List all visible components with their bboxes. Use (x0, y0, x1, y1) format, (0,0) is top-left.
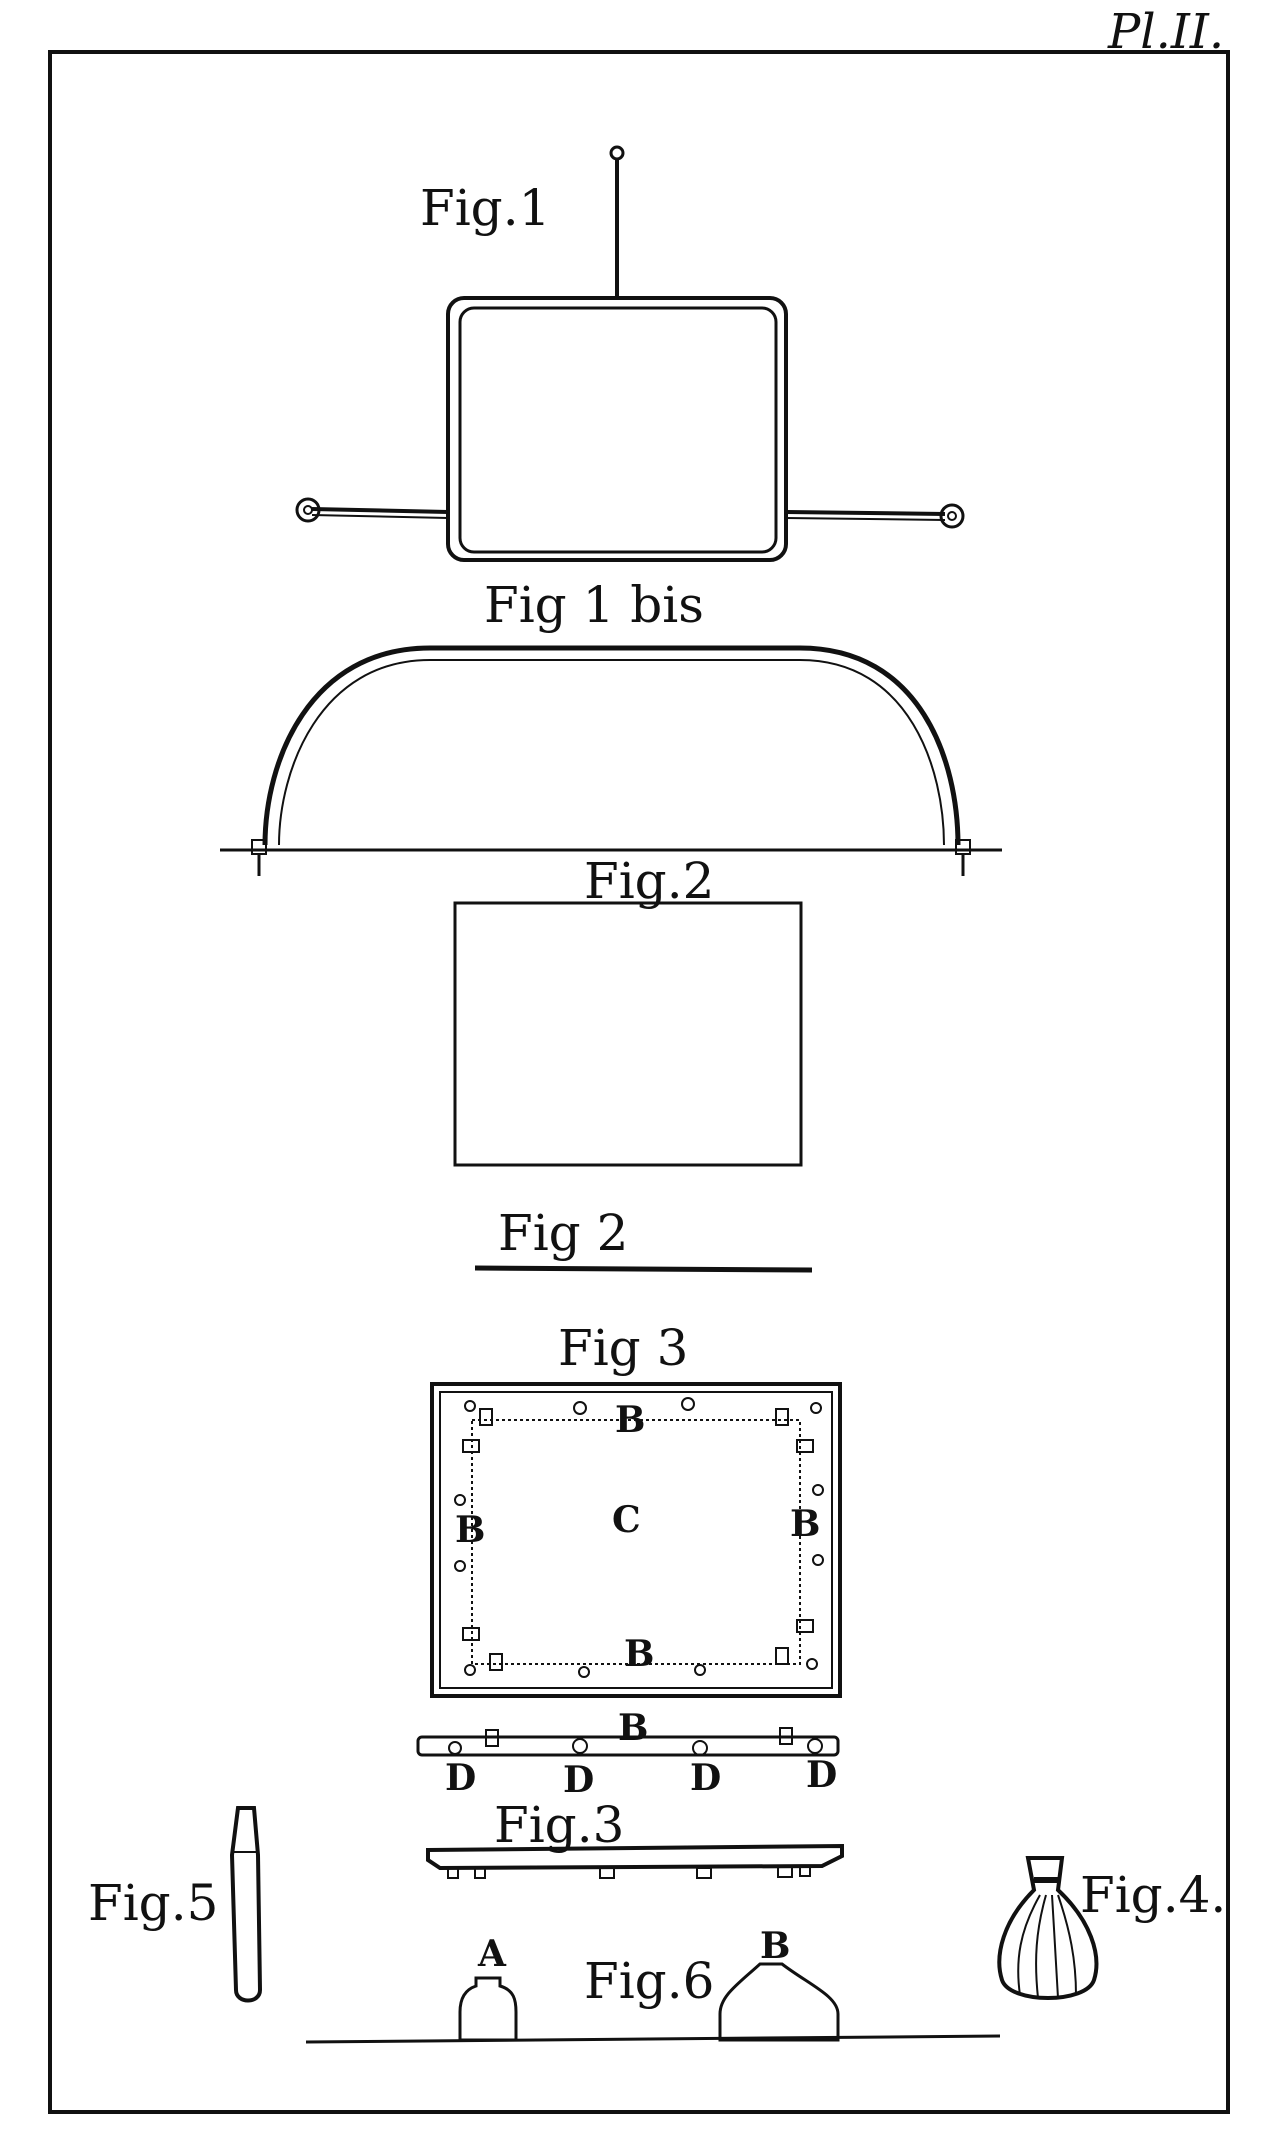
fig3-upper-label: Fig 3 (558, 1319, 688, 1377)
fig3-letter-b-bottom: B (624, 1633, 654, 1675)
fig3-bar-letter-d3: D (690, 1757, 721, 1799)
fig1-label: Fig.1 (420, 179, 550, 237)
fig3-lower-label: Fig.3 (494, 1796, 624, 1854)
fig3-letter-c: C (612, 1499, 641, 1541)
plate-border (48, 50, 1230, 2114)
fig6-letter-b: B (760, 1925, 790, 1967)
fig3-bar-letter-d2: D (563, 1759, 594, 1801)
fig1bis-label: Fig 1 bis (484, 576, 704, 634)
fig1-drawing: Fig.1 (295, 145, 965, 562)
fig6-label: Fig.6 (584, 1952, 714, 2010)
fig5-drawing: Fig.5 (88, 1806, 263, 2003)
fig2-upper-label: Fig.2 (584, 852, 714, 910)
fig2-drawing: Fig.2 Fig 2 (453, 852, 813, 1273)
fig3-bar-drawing: B D D D D (416, 1707, 840, 1801)
fig4-drawing: Fig.4. (997, 1856, 1226, 2000)
fig3-bar-letter-d1: D (445, 1757, 476, 1799)
fig3-letter-b-left: B (455, 1509, 485, 1551)
fig3-bar-letter-b: B (618, 1707, 648, 1749)
fig6-letter-a: A (477, 1933, 507, 1975)
fig3-letter-b-top: B (615, 1399, 645, 1441)
plate-number: Pl.II. (1107, 4, 1224, 60)
fig3-bar-letter-d4: D (806, 1754, 837, 1796)
fig3-profile-drawing: Fig.3 (426, 1796, 844, 1879)
fig2-lower-label: Fig 2 (498, 1204, 628, 1262)
fig3-letter-b-right: B (790, 1503, 820, 1545)
fig6-drawing: Fig.6 A B (305, 1925, 1001, 2044)
fig3-plan-drawing: Fig 3 B B C B B (430, 1319, 842, 1698)
fig5-label: Fig.5 (88, 1874, 218, 1932)
fig1bis-drawing: Fig 1 bis (220, 576, 1002, 876)
fig4-label: Fig.4. (1080, 1866, 1226, 1924)
